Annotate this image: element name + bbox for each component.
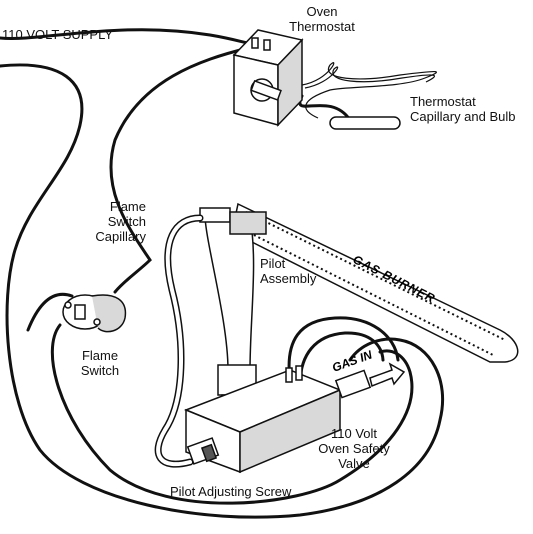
label-line: Thermostat: [410, 94, 476, 109]
supply-wires: [0, 28, 445, 519]
label-line: Capillary: [95, 229, 146, 244]
label-line: Oven Safety: [318, 441, 390, 456]
gas-inlet: [334, 362, 406, 399]
gas-in-label: GAS IN: [330, 347, 374, 374]
oven-thermostat: [232, 29, 304, 127]
label-line: Flame: [81, 348, 119, 363]
label-line: Flame: [109, 199, 146, 214]
label-line: Pilot: [260, 256, 286, 271]
pilot-adjusting-screw-label: Pilot Adjusting Screw: [170, 484, 292, 499]
flame-switch-label: Flame Switch: [72, 348, 128, 378]
label-line: Assembly: [260, 271, 317, 286]
pilot-adjusting-screw: [186, 437, 220, 465]
label-line: Valve: [338, 456, 370, 471]
pilot-assembly: [199, 207, 267, 426]
safety-valve-label: 110 Volt Oven Safety Valve: [308, 426, 400, 471]
label-line: Switch: [80, 363, 120, 378]
supply-label: 110 VOLT SUPPLY: [2, 27, 114, 42]
label-line: 110 Volt: [330, 426, 378, 441]
label-line: Oven: [306, 4, 338, 19]
thermostat-capillary-bulb: [301, 62, 437, 130]
label-line: Capillary and Bulb: [410, 109, 516, 124]
thermostat-bulb-label: Thermostat Capillary and Bulb: [410, 94, 516, 124]
label-line: Switch: [107, 214, 146, 229]
flame-switch: [62, 294, 127, 333]
flame-switch-capillary-label: Flame Switch Capillary: [86, 199, 146, 244]
switch-to-valve-wire: [50, 316, 414, 505]
pilot-assembly-label: Pilot Assembly: [260, 256, 316, 286]
gas-burner: [231, 202, 519, 363]
label-line: Thermostat: [289, 19, 355, 34]
oven-thermostat-label: Oven Thermostat: [286, 4, 358, 34]
